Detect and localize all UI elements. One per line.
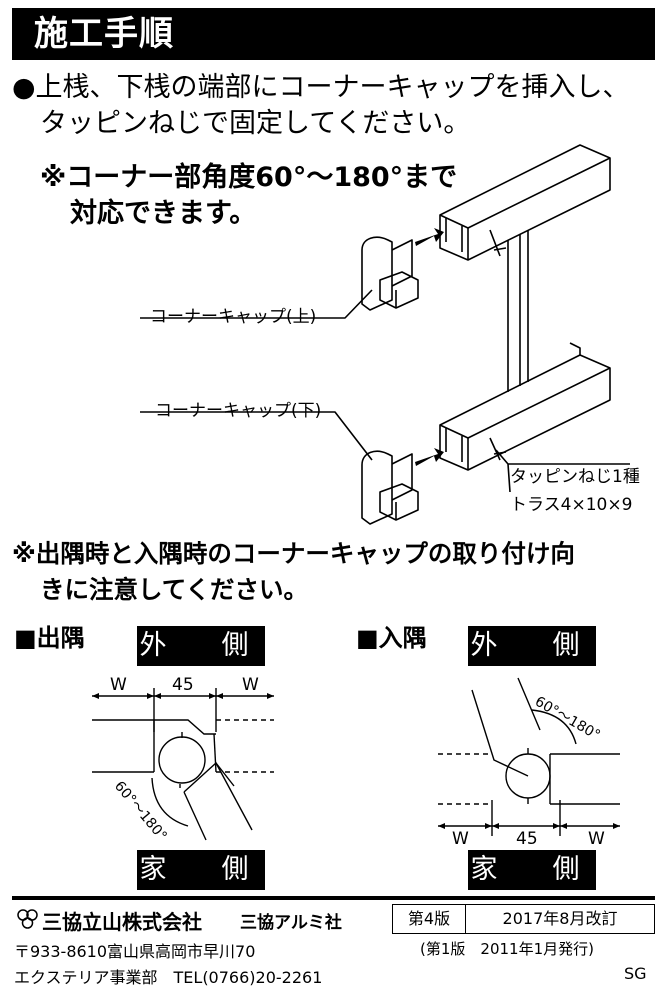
outer-dim-w-left: W (110, 675, 127, 695)
upper-rail (439, 144, 611, 261)
outer-corner-house-label: 家 側 (137, 850, 265, 890)
instruction-line-1: ●上桟、下桟の端部にコーナーキャップを挿入し、 (12, 72, 630, 103)
inner-dim-w-left: W (452, 829, 469, 848)
document-code: SG (624, 964, 647, 983)
corner-cap-lower (361, 450, 393, 525)
inner-dim-w-right: W (588, 829, 605, 848)
outer-corner-heading: ■出隅 (14, 624, 85, 652)
orientation-note-line-1: ※出隅時と入隅時のコーナーキャップの取り付け向 (12, 539, 575, 568)
footer-divider (12, 896, 655, 900)
vertical-mullion (507, 230, 529, 392)
company-address: 〒933-8610富山県高岡市早川70 (14, 942, 256, 961)
corner-cap-upper-label: コーナーキャップ(上) (150, 307, 317, 327)
angle-note-line-2: 対応できます。 (70, 198, 257, 229)
instruction-line-2: タッピンねじで固定してください。 (40, 108, 471, 139)
department-tel: エクステリア事業部 TEL(0766)20-2261 (14, 968, 323, 987)
company-logo-icon (17, 909, 38, 929)
company-name: 三協立山株式会社 (42, 910, 202, 934)
inner-dim-45: 45 (516, 829, 538, 848)
outer-angle-label: 60°～180° (111, 778, 170, 844)
inner-corner-diagram: W 45 W 60°～180° (438, 677, 620, 848)
corner-cap-lower-label: コーナーキャップ(下) (155, 401, 322, 421)
screw-label-size: トラス4×10×9 (510, 495, 633, 515)
outer-corner-diagram: W 45 W 60°～180° (92, 675, 274, 844)
outer-dim-w-right: W (242, 675, 259, 695)
orientation-note-line-2: きに注意してください。 (40, 575, 309, 604)
inner-corner-house-label: 家 側 (468, 850, 596, 890)
page-title: 施工手順 (12, 8, 655, 60)
edition-box: 第4版 (392, 904, 466, 934)
angle-note-line-1: ※コーナー部角度60°～180°まで (40, 162, 458, 193)
first-edition: (第1版 2011年1月発行) (420, 940, 594, 958)
company-division: 三協アルミ社 (240, 913, 342, 933)
assembly-diagram (140, 144, 630, 525)
revision-box: 2017年8月改訂 (465, 904, 655, 934)
outer-dim-45: 45 (172, 675, 194, 695)
outer-corner-outside-label: 外 側 (137, 626, 265, 666)
lower-rail (439, 354, 611, 471)
inner-corner-outside-label: 外 側 (468, 626, 596, 666)
screw-label-type: タッピンねじ1種 (510, 467, 640, 487)
corner-cap-upper (361, 236, 393, 311)
inner-corner-heading: ■入隅 (356, 624, 427, 652)
inner-angle-label: 60°～180° (532, 694, 603, 744)
